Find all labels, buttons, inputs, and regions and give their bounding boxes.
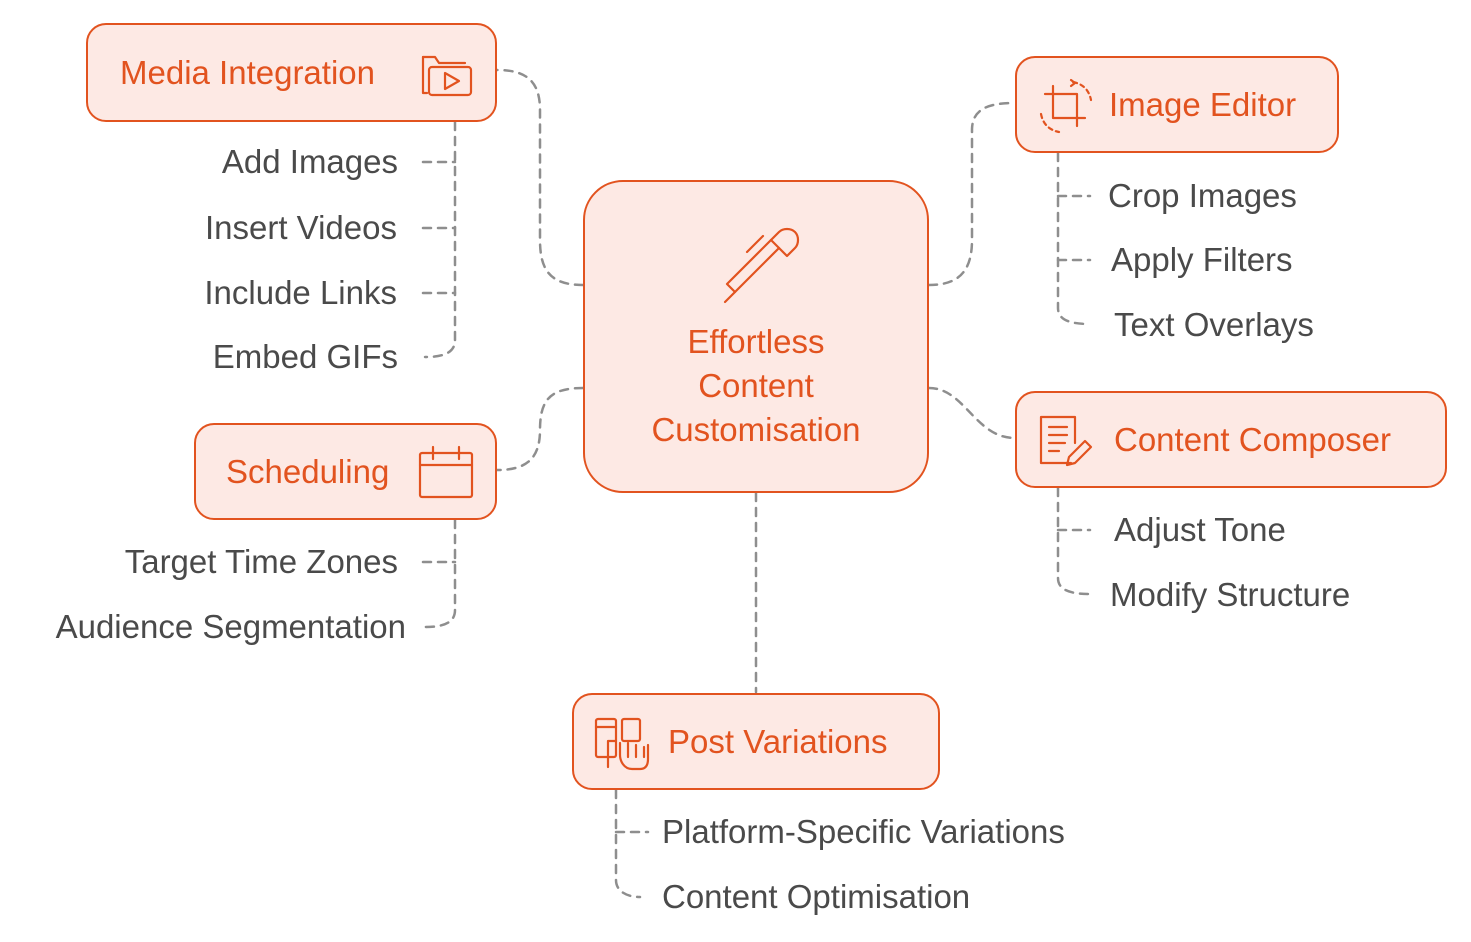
media-item-2: Insert Videos [204,209,397,246]
connector-post-trunk [614,788,642,899]
content-composer-item-1: Adjust Tone [1114,511,1286,548]
connector-center-media [495,68,585,287]
calendar-icon [417,445,475,501]
post-variations-label: Post Variations [668,722,888,760]
scheduling-node[interactable]: Scheduling [194,423,497,520]
post-variations-node[interactable]: Post Variations [572,693,940,790]
content-composer-item-2: Modify Structure [1110,576,1351,613]
image-editor-item-2: Apply Filters [1111,241,1293,278]
scheduling-label: Scheduling [226,452,390,490]
connector-center-imageeditor [927,101,1017,287]
media-integration-label: Media Integration [120,53,375,91]
connector-center-scheduling [495,386,585,472]
connector-composer-trunk [1056,486,1092,596]
media-item-1: Add Images [221,143,398,180]
connector-sched-trunk [423,518,457,629]
pen-icon [711,222,801,312]
connector-media-trunk [423,120,457,359]
content-composer-label: Content Composer [1114,420,1391,458]
image-editor-node[interactable]: Image Editor [1015,56,1339,153]
post-variations-item-1: Platform-Specific Variations [662,813,1065,850]
folder-video-icon [421,49,475,99]
image-editor-item-3: Text Overlays [1114,306,1314,343]
center-node[interactable]: Effortless Content Customisation [583,180,929,493]
media-item-4: Embed GIFs [212,338,398,375]
scheduling-item-2: Audience Segmentation [55,608,406,645]
devices-icon [594,715,652,773]
center-title: Effortless Content Customisation [651,322,861,448]
media-item-3: Include Links [204,274,397,311]
crop-icon [1037,78,1095,136]
scheduling-item-1: Target Time Zones [124,543,398,580]
image-editor-item-1: Crop Images [1108,177,1297,214]
image-editor-label: Image Editor [1109,85,1297,123]
content-composer-node[interactable]: Content Composer [1015,391,1447,488]
document-edit-icon [1037,413,1095,471]
post-variations-item-2: Content Optimisation [662,878,971,915]
media-integration-node[interactable]: Media Integration [86,23,497,122]
connector-image-trunk [1056,151,1092,326]
connector-center-composer [927,386,1017,440]
